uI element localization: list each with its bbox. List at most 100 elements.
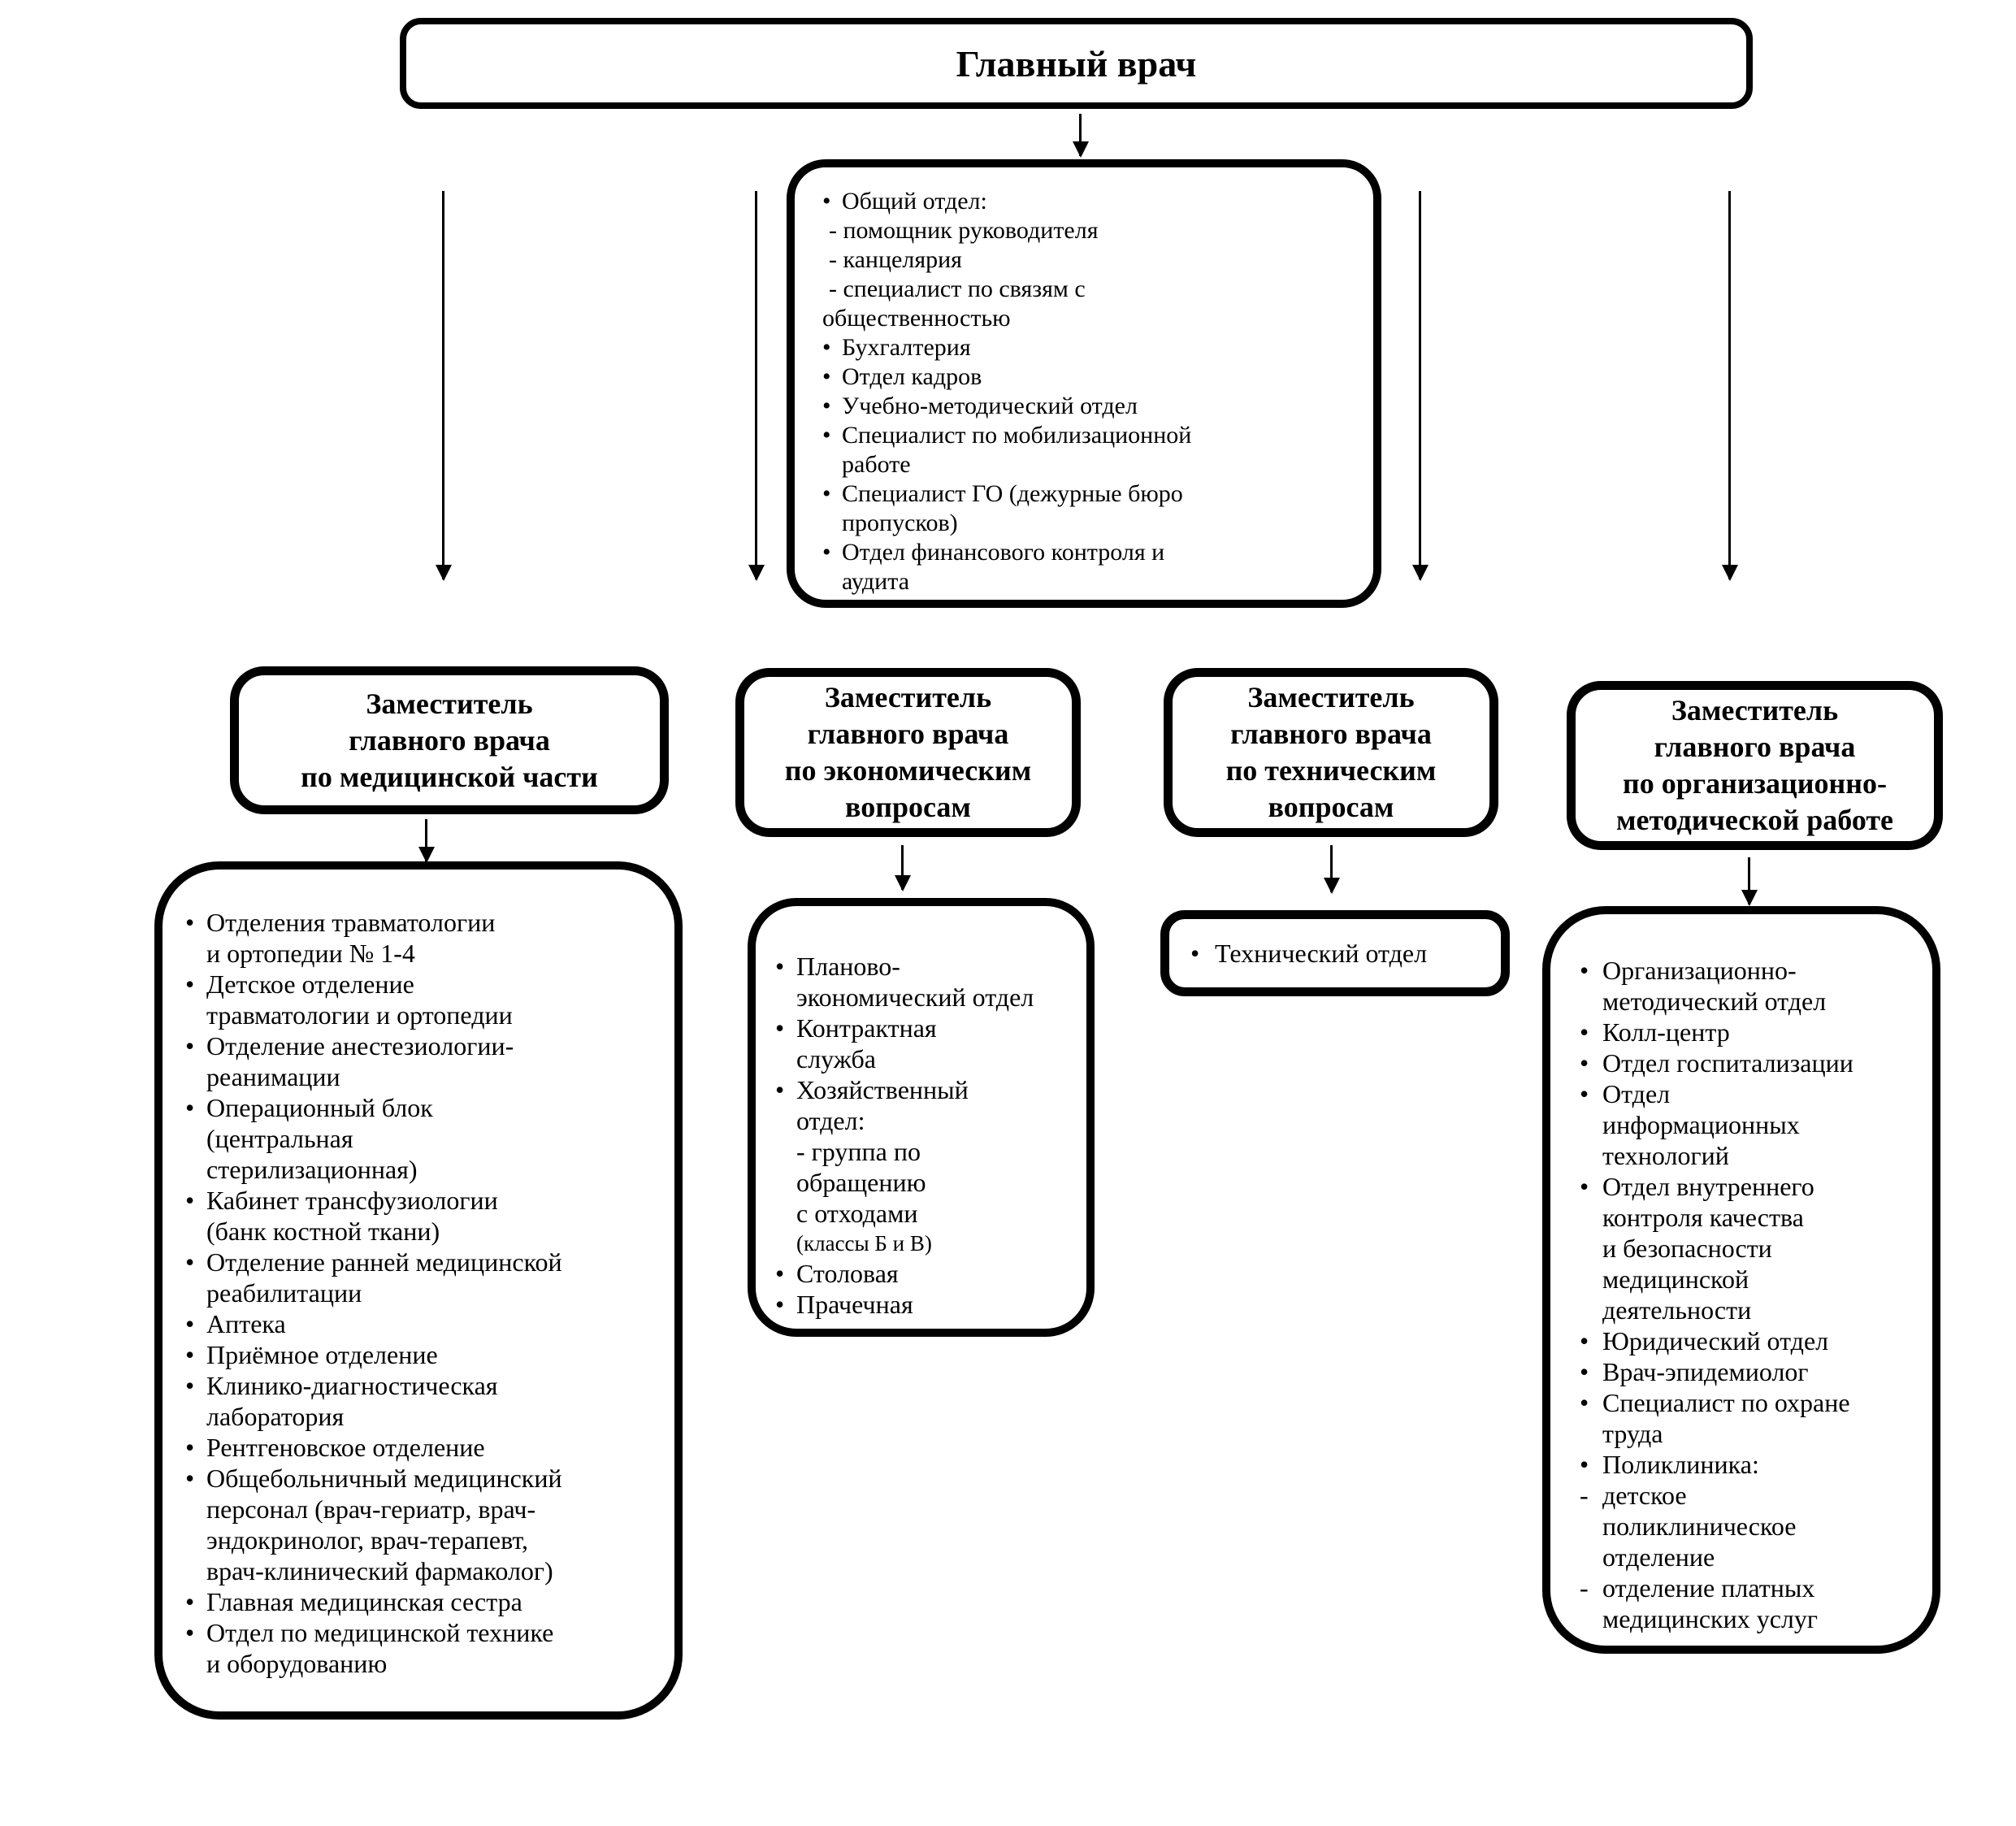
deputy-economic-box: Заместитель главного врача по экономичес… [735,668,1081,837]
list-item: • Общий отдел: [822,188,987,215]
list-item: • Отделение анестезиологии- реанимации [185,1031,514,1091]
deputy-orgmethod-to-dept-arrow [1741,857,1758,906]
bullet-icon: • [185,1340,195,1369]
list-item: - помощник руководителя [829,217,1099,244]
root-to-deputy-orgmethod-arrow [1722,191,1738,581]
bullet-icon: • [775,1075,785,1104]
list-item: • Аптека [185,1309,286,1338]
bullet-icon: • [1580,1017,1589,1047]
staff-departments-box: • Общий отдел: - помощник руководителя -… [787,159,1381,608]
bullet-icon: • [822,188,831,215]
list-item: • Отделение ранней медицинской реабилита… [185,1247,562,1308]
bullet-icon: • [1580,1388,1589,1417]
bullet-icon: • [1580,1172,1589,1201]
deputy-economic-to-dept-arrow [895,845,911,891]
chief-physician-title: Главный врач [956,42,1197,85]
bullet-icon: • [822,393,831,419]
list-item: • Специалист ГО (дежурные бюро пропусков… [822,480,1183,536]
list-item: - специалист по связям с общественностью [822,275,1086,332]
list-item: • Учебно-методический отдел [822,393,1138,419]
deputy-technical-box: Заместитель главного врача по технически… [1164,668,1498,837]
deputy-orgmethod-title: Заместитель главного врача по организаци… [1615,694,1894,836]
list-item: • Контрактная служба [775,1013,937,1073]
bullet-icon: • [1190,939,1200,968]
bullet-icon: • [822,334,831,361]
bullet-icon: • [185,908,195,937]
bullet-icon: • [185,1031,195,1060]
list-item: • Клинико-диагностическая лаборатория [185,1371,498,1431]
deputy-technical-title: Заместитель главного врача по технически… [1225,681,1437,823]
list-item: • Организационно- методический отдел [1580,956,1827,1016]
list-item: • Технический отдел [1190,939,1428,968]
list-item: - канцелярия [829,246,962,273]
list-item: • Операционный блок (центральная стерили… [185,1093,433,1184]
list-item: • Планово- экономический отдел [775,952,1034,1012]
bullet-icon: • [822,422,831,449]
list-item: • Хозяйственный отдел: [775,1075,969,1135]
bullet-icon: • [775,952,785,981]
chief-physician-box: Главный врач [400,18,1753,109]
bullet-icon: • [185,1371,195,1400]
bullet-icon: • [822,480,831,507]
list-item: • Столовая [775,1259,899,1288]
technical-department-box: • Технический отдел [1160,910,1510,996]
economic-departments-box: • Планово- экономический отдел • Контрак… [748,898,1095,1337]
bullet-icon: • [185,1309,195,1338]
deputy-orgmethod-box: Заместитель главного врача по организаци… [1567,681,1943,850]
list-item: • Отдел по медицинской технике и оборудо… [185,1618,554,1678]
root-to-deputy-medical-arrow [436,191,452,581]
list-item: • Специалист по охране труда [1580,1388,1850,1448]
list-item: • Поликлиника: [1580,1450,1759,1479]
bullet-icon: • [775,1290,785,1319]
list-item: • Отдел госпитализации [1580,1048,1853,1078]
bullet-icon: • [775,1259,785,1288]
orgmethod-departments-box: • Организационно- методический отдел • К… [1542,906,1940,1654]
bullet-icon: • [1580,1450,1589,1479]
dash-icon: - [1580,1481,1589,1510]
root-to-staff-arrow [1073,114,1089,158]
bullet-icon: • [775,1013,785,1043]
list-item: • Рентгеновское отделение [185,1433,485,1462]
list-item: (классы Б и В) [796,1231,932,1256]
bullet-icon: • [822,539,831,566]
list-item: • Колл-центр [1580,1017,1730,1047]
deputy-medical-title: Заместитель главного врача по медицинско… [301,687,598,793]
bullet-icon: • [1580,956,1589,985]
list-item: - детское поликлиническое отделение [1580,1481,1797,1572]
list-item: • Отдел внутреннего контроля качества и … [1580,1172,1814,1325]
list-item: • Отделения травматологии и ортопедии № … [185,908,496,968]
list-item: • Общебольничный медицинский персонал (в… [185,1464,562,1585]
bullet-icon: • [185,1618,195,1647]
bullet-icon: • [185,969,195,999]
root-to-deputy-technical-arrow [1412,191,1429,581]
bullet-icon: • [185,1464,195,1493]
bullet-icon: • [822,363,831,390]
medical-departments-box: • Отделения травматологии и ортопедии № … [154,861,683,1720]
bullet-icon: • [185,1093,195,1122]
bullet-icon: • [185,1186,195,1215]
list-item: • Кабинет трансфузиологии (банк костной … [185,1186,498,1246]
list-item: • Специалист по мобилизационной работе [822,422,1192,478]
bullet-icon: • [1580,1357,1589,1386]
list-item: - группа по обращению с отходами [796,1137,926,1228]
bullet-icon: • [1580,1048,1589,1078]
bullet-icon: • [185,1587,195,1616]
list-item: • Отдел финансового контроля и аудита [822,539,1165,595]
list-item: • Юридический отдел [1580,1326,1829,1355]
bullet-icon: • [1580,1079,1589,1108]
bullet-icon: • [1580,1326,1589,1355]
list-item: • Врач-эпидемиолог [1580,1357,1809,1386]
list-item: • Отдел кадров [822,363,982,390]
list-item: • Прачечная [775,1290,913,1319]
list-item: • Приёмное отделение [185,1340,438,1369]
list-item: • Бухгалтерия [822,334,971,361]
dash-icon: - [1580,1573,1589,1603]
deputy-technical-to-dept-arrow [1324,845,1340,894]
deputy-medical-box: Заместитель главного врача по медицинско… [230,666,669,814]
deputy-economic-title: Заместитель главного врача по экономичес… [784,681,1032,823]
root-to-deputy-economic-arrow [748,191,765,581]
deputy-medical-to-dept-arrow [418,819,435,863]
list-item: • Отдел информационных технологий [1580,1079,1800,1170]
list-item: - отделение платных медицинских услуг [1580,1573,1818,1633]
